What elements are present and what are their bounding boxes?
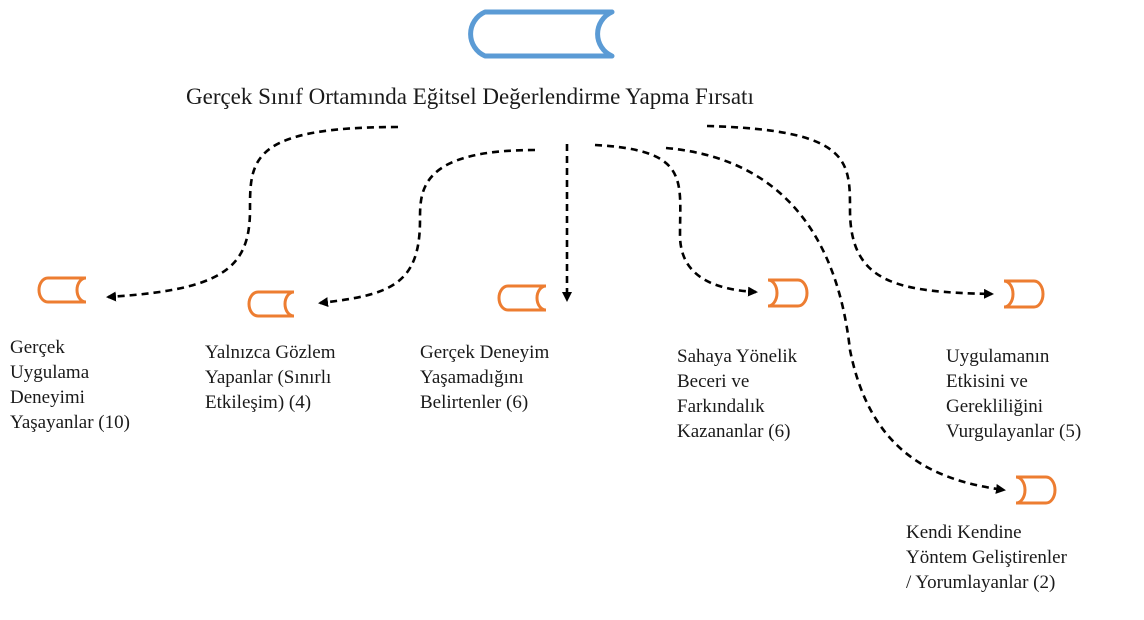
- node-5-line-4: Vurgulayanlar (5): [946, 421, 1082, 442]
- node-1-line-2: Uygulama: [10, 362, 90, 383]
- scroll-icon-node-5: [1003, 279, 1045, 309]
- node-label-1: Gerçek Uygulama Deneyimi Yaşayanlar (10): [10, 335, 185, 435]
- node-label-2: Yalnızca Gözlem Yapanlar (Sınırlı Etkile…: [205, 340, 395, 415]
- node-5-line-3: Gerekliliğini: [946, 396, 1044, 417]
- node-2-line-3: Etkileşim) (4): [205, 392, 312, 413]
- scroll-icon-node-6: [1015, 475, 1057, 505]
- node-4-line-3: Farkındalık: [677, 396, 765, 417]
- node-label-6: Kendi Kendine Yöntem Geliştirenler / Yor…: [906, 520, 1136, 595]
- node-1-line-3: Deneyimi: [10, 387, 85, 408]
- scroll-icon-node-2: [247, 290, 295, 318]
- connector-to-node-1: [106, 125, 399, 302]
- node-2-line-1: Yalnızca Gözlem: [205, 342, 336, 363]
- connector-to-node-5: [706, 124, 994, 299]
- scroll-icon-node-4: [767, 278, 809, 308]
- root-scroll-icon: [468, 9, 615, 59]
- node-3-line-3: Belirtenler (6): [420, 392, 529, 413]
- node-4-line-2: Beceri ve: [677, 371, 750, 392]
- node-1-line-1: Gerçek: [10, 337, 65, 358]
- node-6-line-2: Yöntem Geliştirenler: [906, 547, 1067, 568]
- node-4-line-1: Sahaya Yönelik: [677, 346, 798, 367]
- node-3-line-1: Gerçek Deneyim: [420, 342, 550, 363]
- scroll-icon-node-3: [497, 284, 547, 312]
- node-5-line-1: Uygulamanın: [946, 346, 1050, 367]
- node-label-4: Sahaya Yönelik Beceri ve Farkındalık Kaz…: [677, 344, 862, 444]
- root-title: Gerçek Sınıf Ortamında Eğitsel Değerlend…: [186, 84, 754, 109]
- node-label-5: Uygulamanın Etkisini ve Gerekliliğini Vu…: [946, 344, 1144, 444]
- connector-to-node-6: [665, 146, 1006, 494]
- node-4-line-4: Kazananlar (6): [677, 421, 791, 442]
- node-6-line-3: / Yorumlayanlar (2): [906, 572, 1056, 593]
- node-6-line-1: Kendi Kendine: [906, 522, 1022, 543]
- scroll-icon-node-1: [37, 276, 87, 304]
- connector-to-node-2: [318, 148, 536, 308]
- node-1-line-4: Yaşayanlar (10): [10, 412, 130, 433]
- connector-to-node-4: [594, 143, 758, 297]
- node-2-line-2: Yapanlar (Sınırlı: [205, 367, 332, 388]
- node-5-line-2: Etkisini ve: [946, 371, 1028, 392]
- node-label-3: Gerçek Deneyim Yaşamadığını Belirtenler …: [420, 340, 605, 415]
- node-3-line-2: Yaşamadığını: [420, 367, 524, 388]
